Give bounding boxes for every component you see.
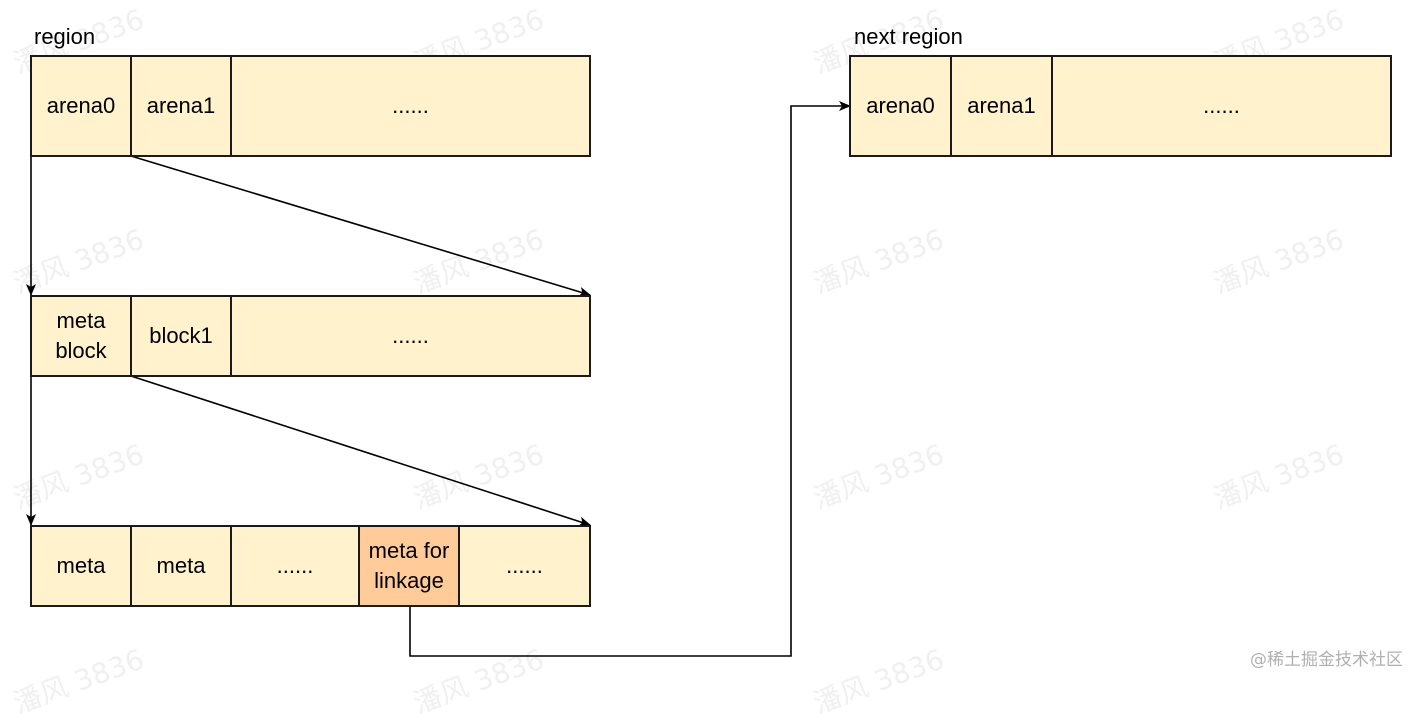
arena-cell-meta-block: meta block xyxy=(32,297,132,375)
meta-row: meta meta ...... meta for linkage ...... xyxy=(30,525,591,607)
next-region-cell-arena1: arena1 xyxy=(952,57,1053,155)
region-title: region xyxy=(34,24,96,49)
watermark: 潘风 3836 xyxy=(8,437,149,516)
meta-cell: meta xyxy=(132,527,232,605)
meta-cell-ellipsis: ...... xyxy=(232,527,360,605)
meta-linkage-label: meta for linkage xyxy=(368,538,450,593)
watermark: 潘风 3836 xyxy=(808,437,949,516)
region-row: arena0 arena1 ...... xyxy=(30,55,591,157)
watermark: 潘风 3836 xyxy=(408,437,549,516)
arrow-arena-to-meta-right xyxy=(130,375,591,527)
watermark: 潘风 3836 xyxy=(408,642,549,721)
region-cell-ellipsis: ...... xyxy=(392,93,429,119)
next-region-cell-arena0: arena0 xyxy=(851,57,952,155)
next-region-cell-ellipsis: ...... xyxy=(1203,93,1240,119)
watermark: 潘风 3836 xyxy=(408,222,549,301)
watermark: 潘风 3836 xyxy=(1208,222,1349,301)
watermark: 潘风 3836 xyxy=(808,222,949,301)
next-region-title: next region xyxy=(854,24,963,49)
watermark: 潘风 3836 xyxy=(1208,437,1349,516)
arena-cell-ellipsis: ...... xyxy=(392,323,429,349)
arrow-region-to-arena-right xyxy=(130,155,591,297)
meta-block-label: meta block xyxy=(55,308,107,363)
watermark: 潘风 3836 xyxy=(808,642,949,721)
arena-row: meta block block1 ...... xyxy=(30,295,591,377)
arena-cell-block1: block1 xyxy=(132,297,232,375)
meta-cell-linkage: meta for linkage xyxy=(360,527,460,605)
meta-cell-ellipsis: ...... xyxy=(506,553,543,579)
watermark: 潘风 3836 xyxy=(8,642,149,721)
watermark: 潘风 3836 xyxy=(8,222,149,301)
next-region-row: arena0 arena1 ...... xyxy=(849,55,1392,157)
region-cell-arena0: arena0 xyxy=(32,57,132,155)
region-cell-arena1: arena1 xyxy=(132,57,232,155)
credit-watermark: @稀土掘金技术社区 xyxy=(1250,650,1403,670)
meta-cell: meta xyxy=(32,527,132,605)
